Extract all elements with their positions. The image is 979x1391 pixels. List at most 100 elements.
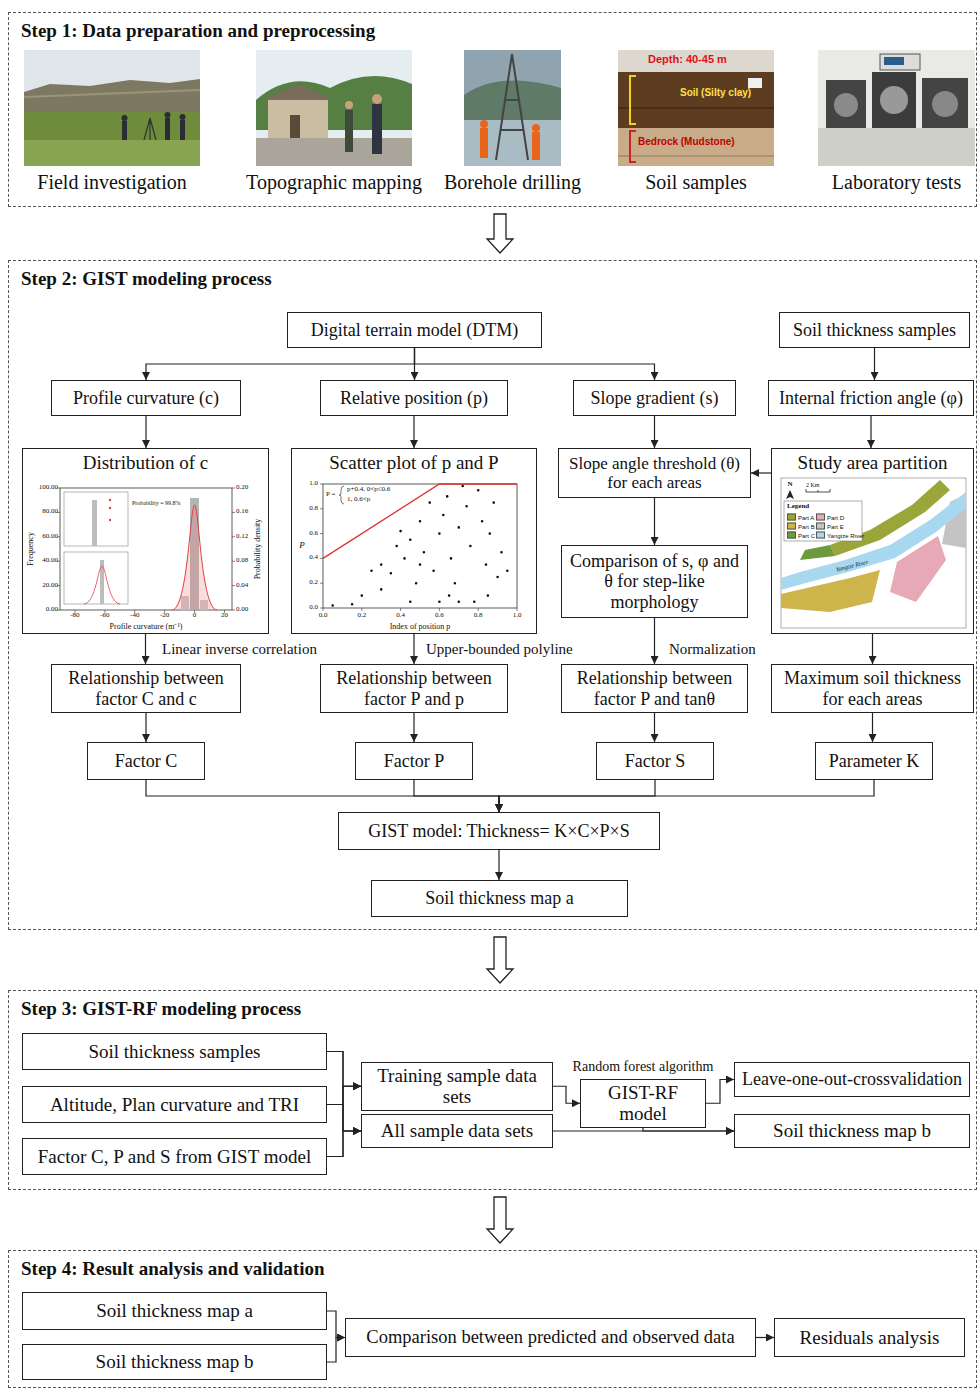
illustration-part xyxy=(180,114,186,120)
step-panel: Soil thickness map a Soil thickness map b… xyxy=(8,1250,977,1388)
chart-label: 80.00 xyxy=(42,509,58,517)
illustration-part xyxy=(323,484,517,608)
legend-text: Part A xyxy=(798,514,814,520)
connector xyxy=(327,1052,361,1132)
connector xyxy=(415,348,655,380)
illustration-part xyxy=(880,86,908,114)
photo: Topographic mapping xyxy=(256,50,412,166)
illustration-part xyxy=(496,54,528,160)
illustration-part xyxy=(122,115,128,121)
legend-text: Part C xyxy=(798,532,815,538)
illustration-part xyxy=(333,486,508,606)
illustration-part xyxy=(24,90,200,97)
chart-label: 40.00 xyxy=(42,557,58,565)
illustration-part xyxy=(122,121,127,140)
chart-title: Distribution of c xyxy=(27,452,264,473)
chart-title: Study area partition xyxy=(776,452,969,473)
box-text: Soil thickness map a xyxy=(96,1300,253,1321)
box-text: Comparison of s, φ and θ for step-like m… xyxy=(567,551,742,611)
illustration-part xyxy=(64,492,128,546)
illustration-part xyxy=(100,560,104,604)
chart-label: 0.12 xyxy=(236,533,248,541)
illustration-part xyxy=(618,50,774,72)
illustration-part xyxy=(800,545,835,560)
connector xyxy=(756,1337,774,1338)
legend-swatch xyxy=(816,523,825,530)
illustration-part xyxy=(290,115,300,138)
process-box: Digital terrain model (DTM) xyxy=(287,312,542,348)
connector xyxy=(553,1086,580,1103)
box-text: Soil thickness map b xyxy=(96,1351,254,1372)
edge-label: Upper-bounded polyline xyxy=(424,641,575,658)
chart-label: -40 xyxy=(130,612,139,620)
chart-label: P = xyxy=(326,491,335,499)
step-heading: Step 3: GIST-RF modeling process xyxy=(21,998,301,1019)
illustration-part xyxy=(256,138,412,166)
chart-label: -20 xyxy=(160,612,169,620)
legend-swatch xyxy=(816,514,825,521)
chart-label: 60.00 xyxy=(42,533,58,541)
chart-label: Probability = 99.8% xyxy=(132,500,181,507)
connector xyxy=(413,634,414,664)
box-text: Slope gradient (s) xyxy=(591,388,719,408)
connector xyxy=(327,1086,361,1104)
chart-label: 0.4 xyxy=(309,555,318,563)
illustration-part xyxy=(922,78,968,128)
illustration-part xyxy=(57,488,235,613)
illustration-part xyxy=(618,155,774,157)
process-box: Relationship between factor P and tanθ xyxy=(561,664,748,713)
illustration-part xyxy=(806,489,830,492)
edge-label: Normalization xyxy=(667,641,758,658)
illustration-part xyxy=(748,78,762,88)
process-box: Parameter K xyxy=(815,742,933,780)
process-box: Factor S xyxy=(596,742,714,780)
process-box: Internal friction angle (φ) xyxy=(768,380,974,416)
chart-panel: Scatter plot of p and P xyxy=(291,448,537,634)
illustration-part xyxy=(464,50,561,166)
chart-label: N xyxy=(787,481,792,489)
process-box: Relationship between factor C and c xyxy=(51,664,241,713)
connector xyxy=(413,416,414,448)
box-text: Residuals analysis xyxy=(800,1327,940,1348)
process-box: Relationship between factor P and p xyxy=(320,664,508,713)
chart-label: Yangtze River xyxy=(835,559,869,573)
box-text: Factor C, P and S from GIST model xyxy=(38,1146,311,1167)
illustration-part xyxy=(884,57,904,65)
box-text: Parameter K xyxy=(829,751,919,771)
illustration-part xyxy=(532,132,540,160)
connector xyxy=(498,850,499,880)
illustration-part xyxy=(24,112,200,166)
illustration-part xyxy=(532,124,540,132)
box-text: Factor C xyxy=(115,751,178,771)
process-box: Factor C, P and S from GIST model xyxy=(22,1138,327,1175)
illustration-part xyxy=(262,84,334,100)
box-text: Factor P xyxy=(384,751,445,771)
box-text: Slope angle threshold (θ) for each areas xyxy=(564,454,745,492)
illustration-part xyxy=(818,50,975,166)
photo: Laboratory tests xyxy=(818,50,975,166)
photo: Borehole drilling xyxy=(464,50,561,166)
photo-caption: Field investigation xyxy=(37,171,186,193)
illustration-part xyxy=(180,120,185,140)
illustration-part xyxy=(256,50,412,166)
process-box: Soil thickness samples xyxy=(22,1033,327,1070)
illustration-part xyxy=(630,131,636,162)
chart-label: 0.2 xyxy=(357,612,366,620)
illustration-part xyxy=(834,93,858,117)
step-panel: Field investigationTopographic mappingBo… xyxy=(8,12,977,207)
legend-text: Part D xyxy=(827,514,844,520)
box-text: Relative position (p) xyxy=(340,388,488,408)
mapping-photo xyxy=(256,50,412,166)
connector xyxy=(327,1086,361,1156)
chart-label: P xyxy=(299,541,305,551)
drilling-photo xyxy=(464,50,561,166)
process-box: Leave-one-out-crossvalidation xyxy=(734,1062,970,1097)
box-text: Soil thickness map a xyxy=(425,888,573,908)
process-box: Comparison of s, φ and θ for step-like m… xyxy=(561,545,748,618)
chart-label: 100.00 xyxy=(39,484,58,492)
connector xyxy=(413,713,414,742)
illustration-part xyxy=(345,101,353,109)
legend-swatch xyxy=(787,532,796,539)
chart-label: 0.0 xyxy=(319,612,328,620)
photo-caption: Borehole drilling xyxy=(444,171,581,193)
